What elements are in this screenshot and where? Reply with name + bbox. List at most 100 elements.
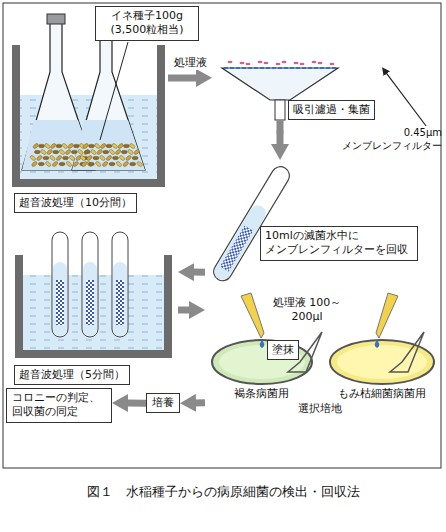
rice-seed (52, 161, 59, 168)
petri-dish (337, 345, 427, 379)
rice-seed (84, 150, 90, 154)
rice-seed (71, 150, 77, 154)
bacteria-dot (228, 61, 233, 63)
leader-line (100, 42, 128, 140)
flask (22, 22, 95, 170)
rice-seed (44, 143, 51, 150)
edge-label: 処理液 (173, 56, 208, 70)
rice-seed (109, 149, 116, 156)
pipette (260, 340, 265, 348)
rice-seed (83, 149, 90, 156)
rice-seed (117, 143, 124, 150)
spreader (288, 332, 424, 372)
rice-seed (46, 149, 53, 156)
rice-seed (115, 149, 122, 156)
rice-seed (59, 149, 66, 156)
rice-seed (49, 155, 56, 162)
test-tube (220, 225, 253, 271)
rice-seed (45, 161, 52, 168)
flow-arrow (126, 399, 146, 406)
rice-seed (56, 144, 62, 148)
rice-seed (79, 155, 86, 162)
rice-seed (109, 162, 115, 166)
rice-seed (122, 161, 129, 168)
step-label: コロニーの判定、 回収菌の同定 (12, 391, 106, 420)
test-tube (210, 163, 292, 284)
rice-seed (111, 143, 118, 150)
filter-funnel (222, 68, 338, 100)
step-label: 吸引濾過・集菌 (288, 100, 375, 120)
test-tube (112, 232, 128, 337)
rice-seed (63, 156, 69, 160)
tube-water (113, 262, 127, 336)
rice-seed (102, 161, 109, 168)
process-step: 超音波処理（5分間） (8, 232, 178, 384)
bacteria-dot (318, 62, 323, 64)
rice-seeds (29, 143, 143, 168)
bacteria-dot (294, 62, 299, 64)
rice-seed (123, 144, 129, 148)
rice-seed (96, 149, 103, 156)
rice-seed (40, 149, 47, 156)
rice-seed (67, 143, 74, 150)
medium-label: 褐条病菌用 (234, 387, 289, 401)
step-label: 超音波処理（5分間） (14, 365, 130, 385)
step-label: イネ種子100g (3,500粒相当) (101, 9, 193, 38)
rice-seed (77, 149, 84, 156)
rice-seed (86, 155, 93, 162)
rice-seed (81, 161, 88, 168)
rice-seed (103, 150, 109, 154)
flow-arrow (194, 399, 205, 406)
bacteria-dot (276, 63, 281, 65)
test-tube (82, 232, 98, 337)
tube-glass (82, 232, 98, 337)
process-box: コロニーの判定、 回収菌の同定 (6, 388, 112, 423)
rice-seed (132, 156, 138, 160)
rice-seed (127, 149, 134, 156)
rice-seed (43, 156, 49, 160)
bacteria-dot (258, 61, 263, 63)
pipette (241, 293, 264, 338)
bacteria-dot (300, 63, 305, 65)
pipette (241, 293, 398, 348)
rice-seed (136, 161, 143, 168)
rice-seed (100, 143, 107, 150)
pipette (376, 293, 398, 338)
flow-arrow (192, 269, 205, 276)
rice-seed (53, 150, 59, 154)
filter-funnel (224, 67, 336, 69)
bacteria-dot (330, 63, 335, 65)
test-tube (210, 163, 292, 284)
ultrasonic-bath (15, 255, 172, 358)
part-label: 0.45μm メンブレンフィルター (336, 126, 442, 152)
bacteria-dot (312, 61, 317, 63)
tube-water (83, 262, 97, 336)
medium-label: もみ枯細菌病菌用 (338, 387, 426, 401)
rice-seed (72, 161, 79, 168)
process-step: 超音波処理（10分間） (8, 45, 168, 210)
flask (72, 22, 145, 170)
rice-seed (69, 155, 76, 162)
pipette (375, 340, 380, 348)
rice-seed (65, 149, 72, 156)
rice-seed (36, 155, 43, 162)
ultrasonic-bath (15, 255, 172, 358)
rice-seed (34, 150, 40, 154)
process-step: 10mlの滅菌水中に メンブレンフィルターを回収 (205, 160, 417, 292)
rice-seed (73, 144, 79, 148)
rice-seed (113, 156, 119, 160)
rice-seed (38, 162, 44, 166)
step-label: 塗抹 (267, 340, 299, 360)
rice-seed (106, 144, 112, 148)
rice-seed (94, 143, 101, 150)
bacteria-dots (228, 61, 335, 65)
rice-seed (56, 155, 63, 162)
rice-seed (65, 161, 72, 168)
leader-arrow (386, 72, 426, 126)
flow-arrow (277, 120, 284, 146)
step-label: 超音波処理（10分間） (14, 193, 137, 213)
bacteria-dot (264, 62, 269, 64)
